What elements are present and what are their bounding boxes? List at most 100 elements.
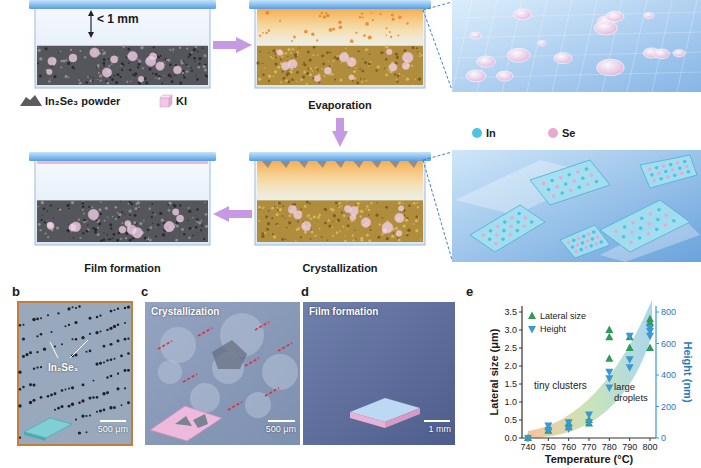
powder-grain <box>59 209 62 212</box>
powder-grain <box>176 224 179 227</box>
powder-grain <box>361 81 363 83</box>
vapor-particle <box>362 17 364 19</box>
flake-dot <box>67 307 70 310</box>
powder-grain <box>41 201 44 204</box>
tick <box>519 366 522 367</box>
powder-grain <box>97 227 99 229</box>
powder-grain <box>88 229 90 231</box>
crystal-flake <box>193 414 208 428</box>
tick-label: 780 <box>602 442 617 452</box>
powder-grain <box>395 53 398 56</box>
powder-grain <box>298 52 299 53</box>
ki-crystal <box>125 221 131 227</box>
powder-grain <box>270 56 272 58</box>
powder-grain <box>319 228 321 230</box>
powder-grain <box>179 204 181 206</box>
powder-grain <box>192 235 194 237</box>
powder-grain <box>92 227 94 229</box>
powder-grain <box>311 229 312 230</box>
powder-grain <box>310 238 312 240</box>
powder-grain <box>268 52 270 54</box>
tick-label: 0.5 <box>504 415 517 425</box>
powder-grain <box>191 70 193 72</box>
powder-grain <box>421 54 423 56</box>
powder-grain <box>121 211 123 213</box>
ki-crystal <box>382 228 387 233</box>
powder-grain <box>317 68 319 70</box>
flake-dot <box>40 333 43 336</box>
powder-grain <box>411 46 414 49</box>
crucible-wall <box>35 160 210 245</box>
powder-grain <box>346 201 347 202</box>
powder-grain <box>79 50 81 52</box>
powder-grain <box>368 214 370 216</box>
powder-grain <box>79 237 81 239</box>
powder-grain <box>337 219 340 222</box>
flake-dot <box>89 333 91 335</box>
powder-grain <box>137 66 139 68</box>
flake-dot <box>71 403 74 406</box>
powder-grain <box>114 206 117 209</box>
powder-grain <box>355 68 357 70</box>
powder-grain <box>395 227 398 230</box>
powder-grain <box>265 216 268 219</box>
substrate-grid <box>652 0 672 92</box>
atom <box>495 233 499 237</box>
droplet-trace <box>158 360 182 384</box>
powder-grain <box>107 217 108 218</box>
ki-crystal <box>119 226 126 233</box>
stage-label: Crystallization <box>302 262 377 275</box>
process-stage: Evaporation <box>255 0 425 115</box>
legend-text: KI <box>176 95 187 108</box>
powder-grain <box>152 223 153 224</box>
powder-grain <box>275 63 278 66</box>
droplet <box>606 11 624 22</box>
powder-grain <box>278 202 281 205</box>
powder-grain <box>117 212 119 214</box>
red-marker <box>265 388 279 396</box>
powder-grain <box>370 61 372 63</box>
vapor-particle <box>371 12 373 14</box>
flake-dot <box>22 355 25 358</box>
powder-grain <box>152 72 154 74</box>
powder-grain <box>353 70 356 73</box>
dimension-head <box>88 32 94 38</box>
vapor <box>257 161 423 200</box>
powder-grain <box>204 54 207 57</box>
powder-grain <box>273 75 275 77</box>
flake-dot <box>102 392 105 395</box>
powder-grain <box>103 58 106 61</box>
powder-grain <box>196 221 198 223</box>
powder-grain <box>398 205 399 206</box>
flake-dot <box>32 383 35 386</box>
powder-grain <box>362 58 363 59</box>
powder-grain <box>261 235 264 238</box>
powder-grain <box>96 220 97 221</box>
droplet-trace <box>245 392 271 418</box>
ki-crystal <box>132 227 142 237</box>
powder-grain <box>39 57 42 60</box>
atom <box>585 167 589 171</box>
atom <box>576 170 580 174</box>
powder-grain <box>87 224 89 226</box>
powder-grain <box>397 237 399 239</box>
atom <box>596 235 600 239</box>
powder-grain <box>204 68 207 71</box>
powder-grain <box>332 235 334 237</box>
figure-label: In₂Se₃ <box>48 362 78 374</box>
powder-grain <box>115 218 117 220</box>
atom <box>586 239 590 243</box>
vapor-particle <box>380 13 382 15</box>
powder-grain <box>328 61 329 62</box>
powder-grain <box>63 59 66 62</box>
data-marker <box>646 318 654 326</box>
powder-grain <box>317 70 319 72</box>
powder-grain <box>287 48 290 51</box>
powder-grain <box>300 78 303 81</box>
flake-dot <box>22 337 25 340</box>
atom <box>630 231 634 235</box>
powder-grain <box>386 237 389 240</box>
powder-grain <box>353 239 355 241</box>
crystal-flake <box>212 340 247 369</box>
powder-grain <box>198 221 201 224</box>
